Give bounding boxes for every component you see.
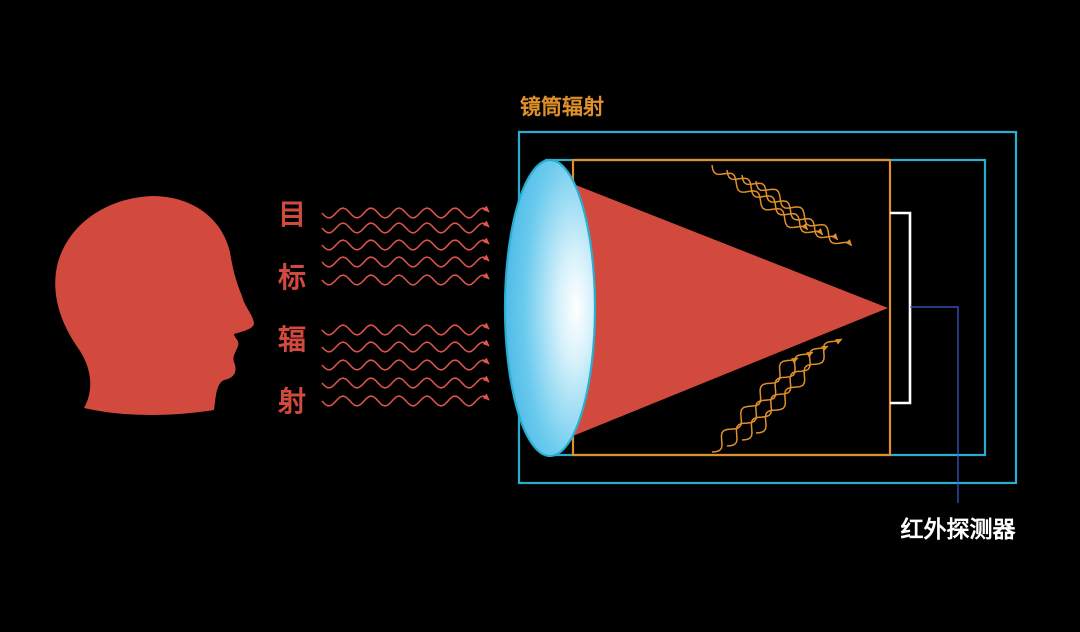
target-radiation-label: 目 标 辐 射 — [277, 198, 306, 418]
wavy-arrow-icon — [321, 393, 490, 407]
barrel-radiation-label: 镜筒辐射 — [520, 95, 604, 119]
target-radiation-char: 标 — [278, 261, 306, 294]
target-radiation-char: 射 — [277, 385, 306, 418]
target-radiation-char: 辐 — [278, 323, 306, 356]
wavy-arrow-icon — [321, 254, 490, 268]
wavy-arrow-icon — [321, 357, 490, 371]
human-head-silhouette-icon — [55, 196, 255, 415]
wavy-arrow-icon — [755, 180, 853, 247]
barrel-radiation-waves — [711, 164, 853, 453]
wavy-arrow-icon — [321, 322, 490, 336]
convex-lens-icon — [503, 158, 597, 458]
target-radiation-waves — [321, 205, 490, 407]
detector-leader-line — [910, 306, 959, 503]
wavy-arrow-icon — [321, 205, 490, 219]
target-radiation-char: 目 — [278, 198, 306, 231]
wavy-arrow-icon — [321, 375, 490, 389]
focused-radiation-cone — [563, 180, 888, 440]
infrared-detector — [890, 211, 912, 405]
wavy-arrow-icon — [321, 272, 490, 286]
wavy-arrow-icon — [321, 339, 490, 353]
infrared-detector-label: 红外探测器 — [901, 516, 1017, 543]
wavy-arrow-icon — [321, 220, 490, 234]
wavy-arrow-icon — [321, 237, 490, 251]
wavy-arrow-icon — [741, 174, 839, 241]
wavy-arrow-icon — [755, 338, 843, 434]
